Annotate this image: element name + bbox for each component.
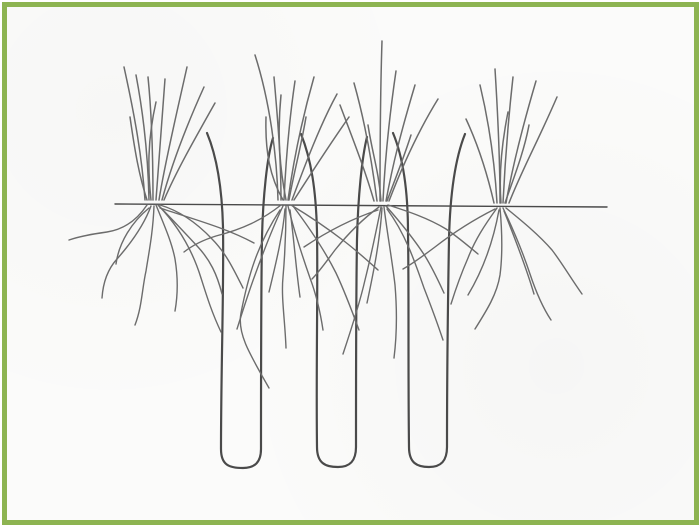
ground-line: [115, 204, 607, 207]
planting-diagram: [7, 7, 694, 520]
planting-hole-2: [301, 134, 367, 467]
grass-plant-4: [403, 69, 582, 329]
grass-plant-1: [69, 67, 254, 332]
planting-hole-1: [207, 133, 273, 468]
